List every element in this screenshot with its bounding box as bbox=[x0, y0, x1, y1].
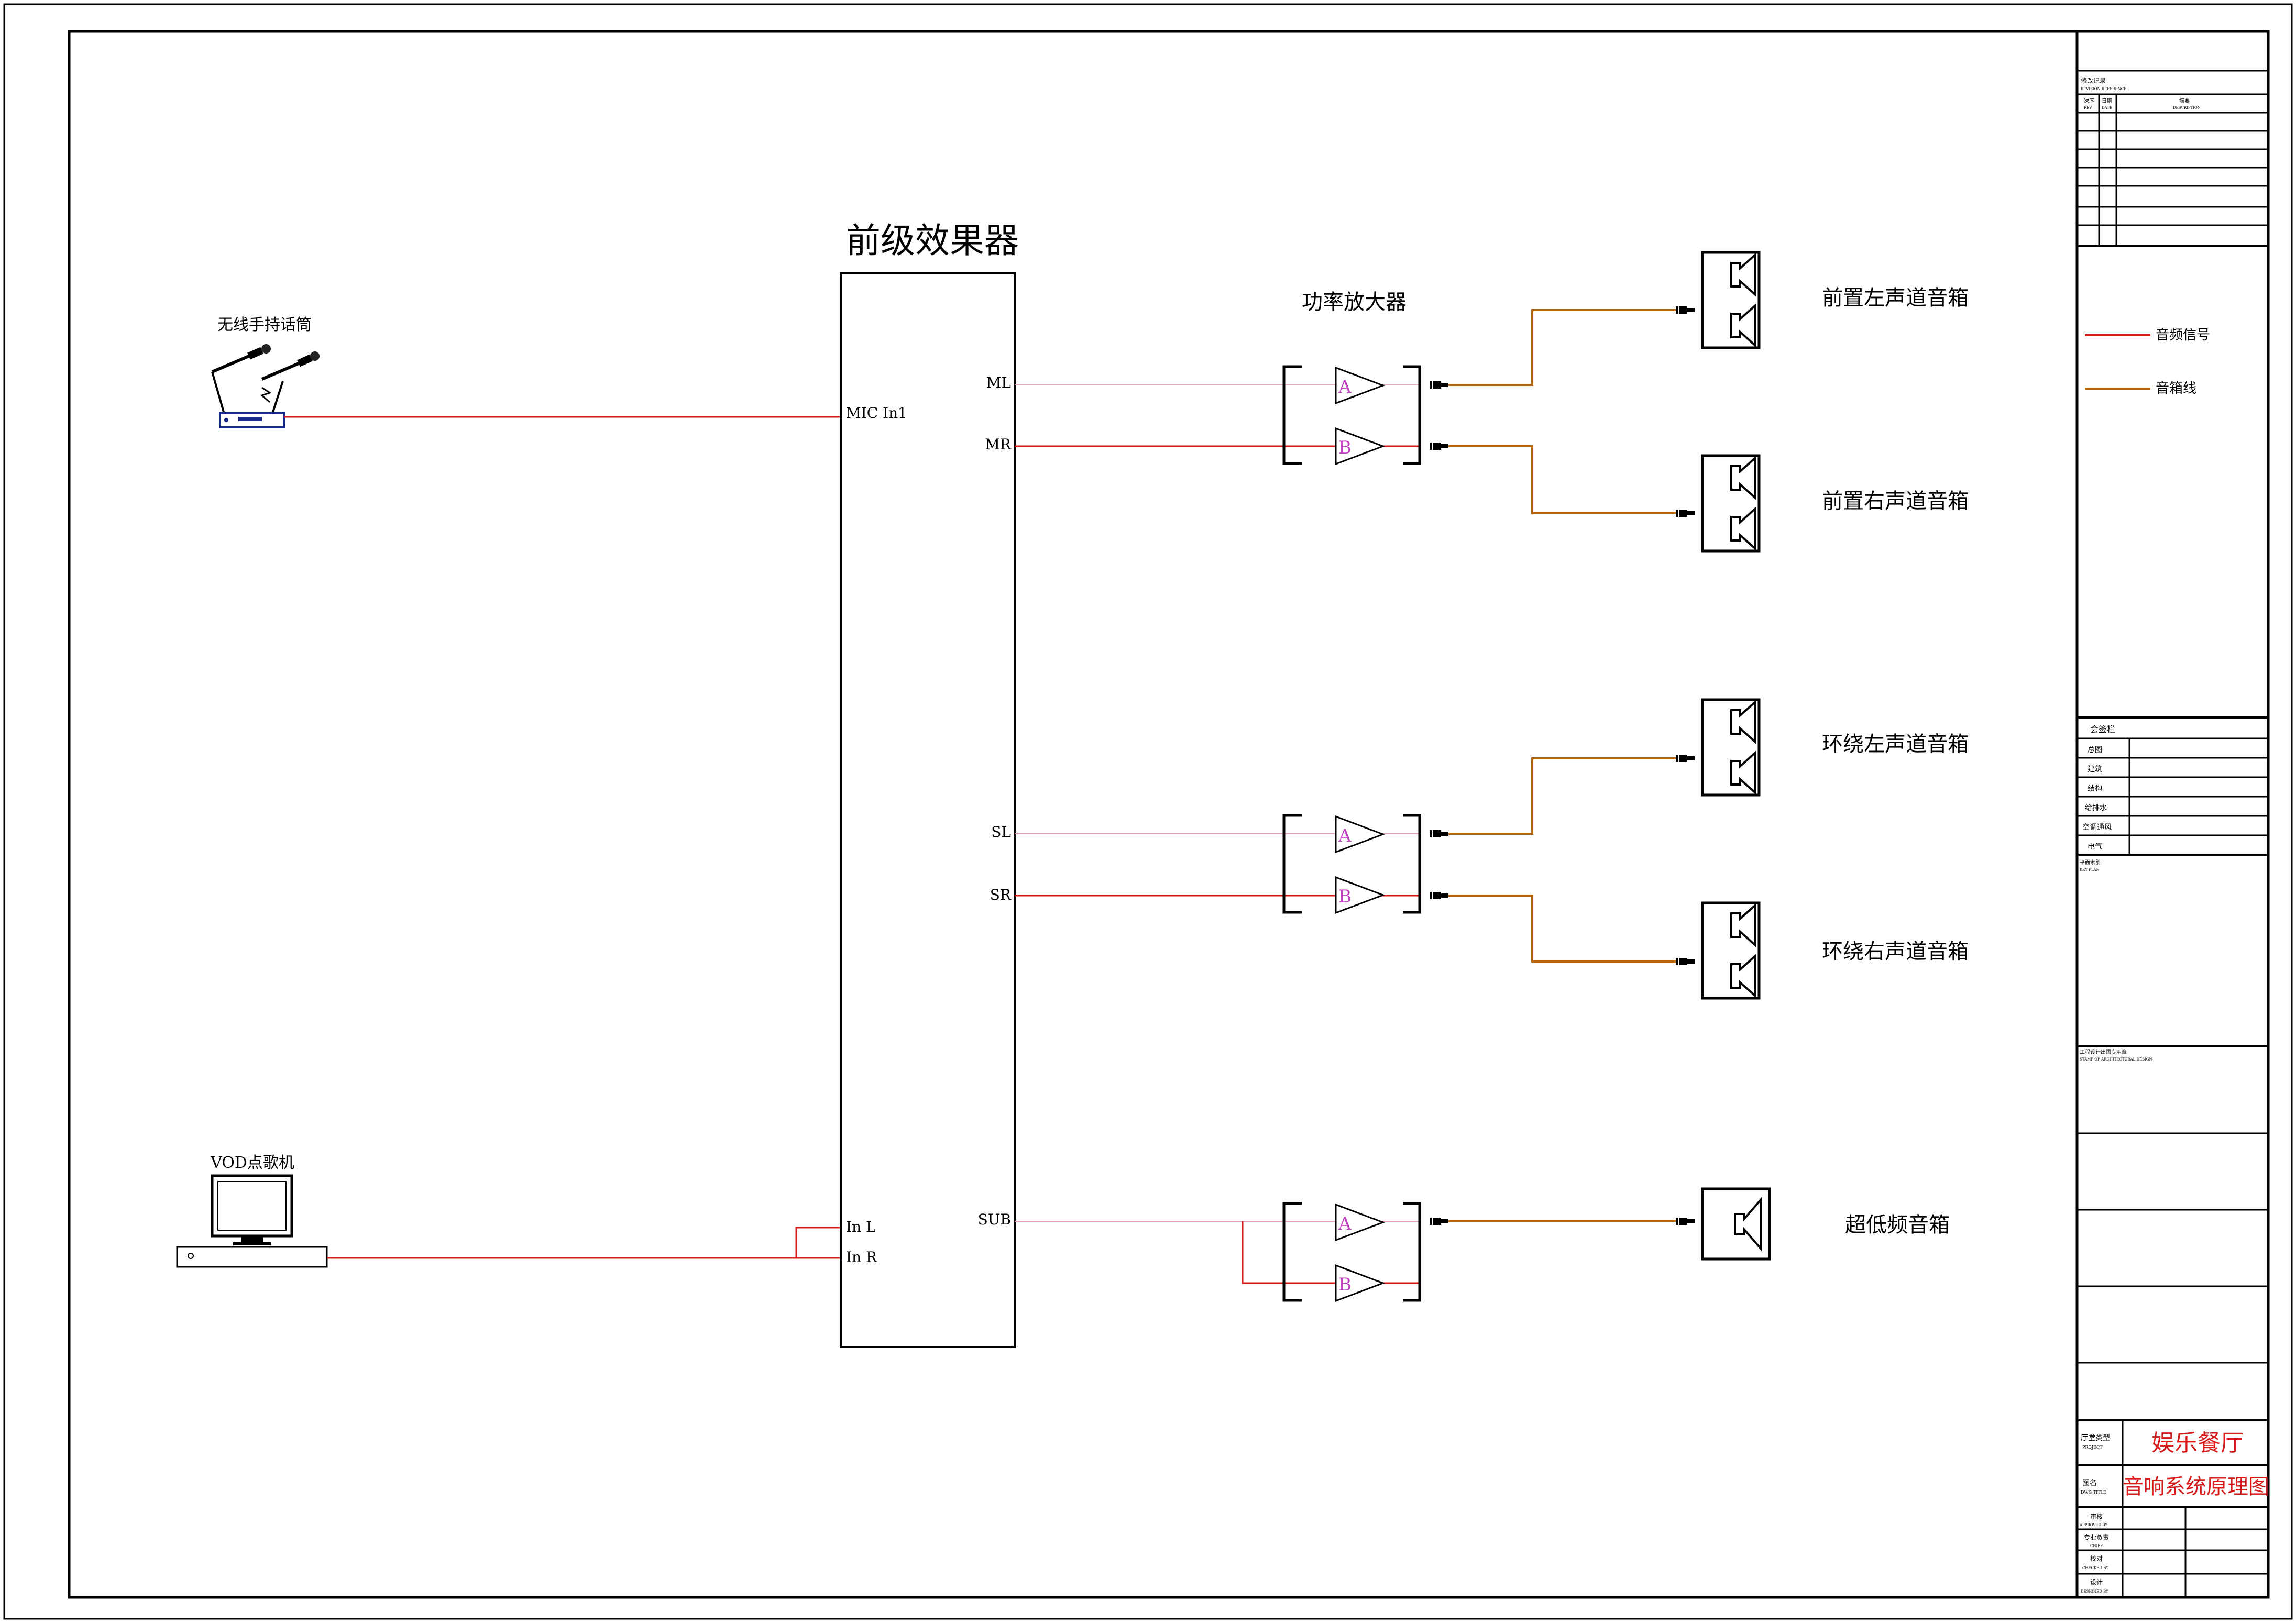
port-sl: SL bbox=[991, 823, 1011, 841]
checked-label: 校对 bbox=[2090, 1554, 2103, 1562]
port-in-r: In R bbox=[846, 1249, 877, 1266]
speaker-surround-left-label: 环绕左声道音箱 bbox=[1822, 732, 1969, 756]
speaker-front-right-label: 前置右声道音箱 bbox=[1822, 489, 1969, 513]
port-mr: MR bbox=[985, 436, 1012, 453]
countersign-title: 会签栏 bbox=[2090, 724, 2115, 734]
vod-label: VOD点歌机 bbox=[210, 1154, 294, 1172]
desc-col-header: 摘要 bbox=[2179, 97, 2190, 104]
port-ml: ML bbox=[986, 374, 1011, 391]
amp-channel-b: B bbox=[1338, 886, 1352, 907]
designed-label-en: DESIGNED BY bbox=[2081, 1589, 2108, 1594]
speaker-subwoofer-label: 超低频音箱 bbox=[1845, 1213, 1950, 1237]
amp-title: 功率放大器 bbox=[1302, 290, 1407, 314]
revision-title: 修改记录 bbox=[2081, 76, 2106, 84]
speaker-cables bbox=[1447, 309, 1679, 1222]
wireless-mic-icon bbox=[211, 344, 320, 428]
speaker-surround-right-icon bbox=[1702, 903, 1759, 998]
key-plan-label-en: KEY PLAN bbox=[2080, 868, 2100, 872]
chief-label: 专业负责 bbox=[2084, 1533, 2109, 1541]
port-in-l: In L bbox=[846, 1218, 876, 1235]
discipline-6: 电气 bbox=[2088, 843, 2102, 851]
approved-label-en: APPROVED BY bbox=[2079, 1523, 2107, 1527]
approved-label: 审核 bbox=[2090, 1512, 2103, 1520]
checked-label-en: CHECKED BY bbox=[2082, 1566, 2108, 1570]
discipline-3: 结构 bbox=[2088, 785, 2102, 793]
date-col-header-en: DATE bbox=[2102, 106, 2112, 110]
rev-col-header-en: REV bbox=[2084, 106, 2092, 110]
project-name: 娱乐餐厅 bbox=[2151, 1430, 2244, 1456]
rev-col-header: 次序 bbox=[2084, 97, 2094, 104]
drawing-frame bbox=[68, 30, 2270, 1599]
revision-title-en: REVISION REFERENCE bbox=[2081, 87, 2126, 91]
stamp-label-en: STAMP OF ARCHITECTURAL DESIGN bbox=[2080, 1057, 2152, 1062]
chief-label-en: CHIEF bbox=[2090, 1544, 2103, 1548]
speaker-surround-right-label: 环绕右声道音箱 bbox=[1822, 940, 1969, 964]
date-col-header: 日期 bbox=[2102, 98, 2112, 104]
amp-channel-a: A bbox=[1338, 1213, 1352, 1234]
amp-channel-a: A bbox=[1338, 825, 1352, 846]
project-label: 厅堂类型 bbox=[2081, 1434, 2110, 1442]
connector-plugs bbox=[1429, 306, 1695, 1225]
title-block bbox=[2075, 31, 2268, 1597]
drawing-label-en: DWG TITLE bbox=[2081, 1490, 2106, 1495]
legend: 音频信号 音箱线 bbox=[2085, 327, 2210, 396]
power-amp-sub: A B bbox=[1282, 1202, 1421, 1302]
sheet-outer-border bbox=[3, 3, 2293, 1620]
stamp-label: 工程设计出图专用章 bbox=[2080, 1048, 2127, 1055]
power-amp-surround: A B bbox=[1282, 814, 1421, 914]
discipline-2: 建筑 bbox=[2088, 765, 2102, 774]
discipline-5: 空调通风 bbox=[2082, 823, 2112, 832]
vod-computer-icon bbox=[176, 1174, 328, 1268]
vod-audio-line bbox=[327, 1227, 841, 1259]
speaker-front-right-icon bbox=[1702, 456, 1759, 551]
amp-channel-b: B bbox=[1338, 437, 1352, 458]
speaker-surround-left-icon bbox=[1702, 700, 1759, 795]
discipline-1: 总图 bbox=[2088, 746, 2102, 754]
legend-audio-signal-label: 音频信号 bbox=[2156, 327, 2210, 343]
power-amp-front: A B bbox=[1282, 365, 1421, 466]
signal-line-sub-bridge bbox=[1242, 1221, 1419, 1284]
mic-label: 无线手持话筒 bbox=[217, 316, 312, 334]
port-mic-in1: MIC In1 bbox=[846, 404, 907, 422]
amp-channel-a: A bbox=[1338, 377, 1352, 398]
speaker-front-left-label: 前置左声道音箱 bbox=[1822, 286, 1969, 310]
speaker-front-left-icon bbox=[1702, 252, 1759, 348]
drawing-label: 图名 bbox=[2082, 1479, 2097, 1487]
discipline-4: 给排水 bbox=[2085, 804, 2107, 812]
subwoofer-icon bbox=[1701, 1187, 1771, 1261]
designed-label: 设计 bbox=[2090, 1578, 2103, 1586]
project-label-en: PROJECT bbox=[2082, 1445, 2103, 1450]
desc-col-header-en: DESCRIPTION bbox=[2173, 106, 2201, 110]
amp-channel-b: B bbox=[1338, 1274, 1352, 1295]
key-plan-label: 平面索引 bbox=[2080, 859, 2101, 866]
legend-speaker-cable-label: 音箱线 bbox=[2156, 381, 2196, 396]
port-sr: SR bbox=[990, 886, 1012, 903]
preamp-box bbox=[840, 272, 1016, 1348]
port-sub: SUB bbox=[978, 1211, 1011, 1228]
preamp-title: 前级效果器 bbox=[846, 220, 1019, 261]
drawing-name: 音响系统原理图 bbox=[2123, 1475, 2269, 1499]
